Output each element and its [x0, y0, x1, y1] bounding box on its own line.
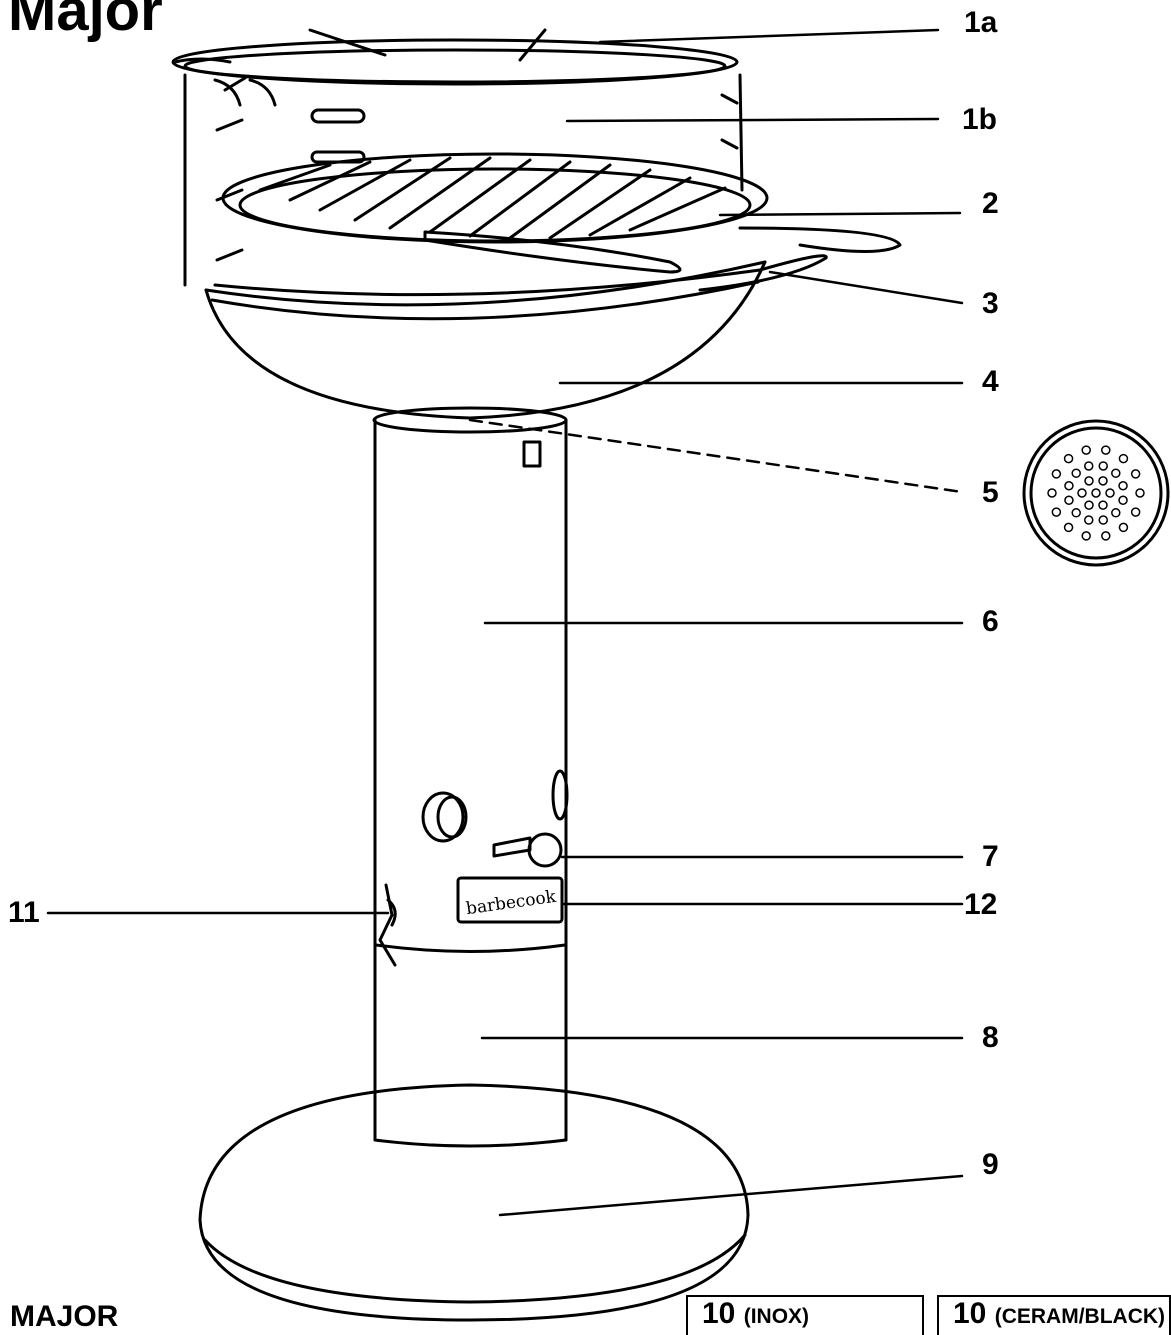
label-5: 5	[982, 476, 999, 509]
grate-hole	[1098, 515, 1108, 525]
variant-number: 10	[702, 1297, 744, 1330]
grate-hole	[1118, 522, 1129, 533]
variant-suffix: (CERAM/BLACK)	[994, 1305, 1166, 1328]
column-tube	[372, 406, 568, 1148]
tool-hook	[378, 883, 397, 967]
brand-plate-frame	[456, 876, 564, 924]
grate-hole	[1098, 461, 1108, 471]
base-foot	[198, 1083, 750, 1322]
label-7: 7	[982, 840, 999, 873]
grate-hole	[1051, 507, 1062, 517]
grate-hole	[1064, 495, 1074, 505]
grate-hole	[1118, 453, 1129, 464]
cooking-grid	[221, 152, 902, 274]
label-6: 6	[982, 605, 999, 638]
grate-hole	[1101, 531, 1111, 541]
wind-shield	[183, 73, 744, 287]
grate-hole	[1084, 500, 1094, 510]
charcoal-grate	[213, 254, 828, 297]
grate-hole	[1098, 476, 1108, 486]
grate-hole	[1118, 481, 1128, 491]
grate-hole	[1105, 488, 1115, 498]
label-11: 11	[8, 896, 40, 929]
grate-hole	[1111, 508, 1121, 518]
label-2: 2	[982, 187, 999, 220]
grate-hole	[1084, 515, 1094, 525]
variant-box-inox: 10 (INOX)	[686, 1295, 924, 1335]
grate-hole	[1081, 531, 1091, 541]
grate-hole	[1084, 476, 1094, 486]
label-1b: 1b	[962, 103, 998, 136]
label-8: 8	[982, 1021, 999, 1054]
grate-hole	[1071, 508, 1081, 518]
label-12: 12	[964, 888, 998, 921]
variant-box-ceram-black: 10 (CERAM/BLACK)	[937, 1295, 1171, 1335]
grate-hole	[1118, 495, 1128, 505]
grate-hole	[1063, 453, 1074, 464]
grate-hole	[1098, 500, 1108, 510]
grate-hole	[1130, 469, 1141, 479]
label-4: 4	[982, 365, 999, 398]
grate-hole	[1084, 461, 1094, 471]
top-grill	[171, 28, 739, 86]
grate-hole	[1130, 507, 1141, 517]
grate-hole	[1051, 469, 1062, 479]
label-1a: 1a	[964, 6, 998, 39]
air-vent-controls	[421, 769, 569, 868]
model-caption: MAJOR	[10, 1300, 119, 1333]
grate-hole	[1111, 468, 1121, 478]
leader-lines	[46, 28, 964, 1217]
grate-hole	[1071, 468, 1081, 478]
grate-hole	[1135, 488, 1145, 498]
grate-hole	[1081, 445, 1091, 455]
grate-hole	[1064, 481, 1074, 491]
variant-number: 10	[953, 1297, 995, 1330]
label-9: 9	[982, 1148, 999, 1181]
ash-grate-detail	[1022, 419, 1170, 567]
grate-hole	[1047, 488, 1057, 498]
charcoal-bowl	[204, 260, 767, 420]
grate-hole	[1063, 522, 1074, 533]
grate-hole	[1101, 445, 1111, 455]
page-title: Major	[8, 0, 163, 43]
grate-hole	[1077, 488, 1087, 498]
label-3: 3	[982, 287, 999, 320]
grate-hole	[1091, 488, 1101, 498]
variant-suffix: (INOX)	[743, 1305, 810, 1328]
